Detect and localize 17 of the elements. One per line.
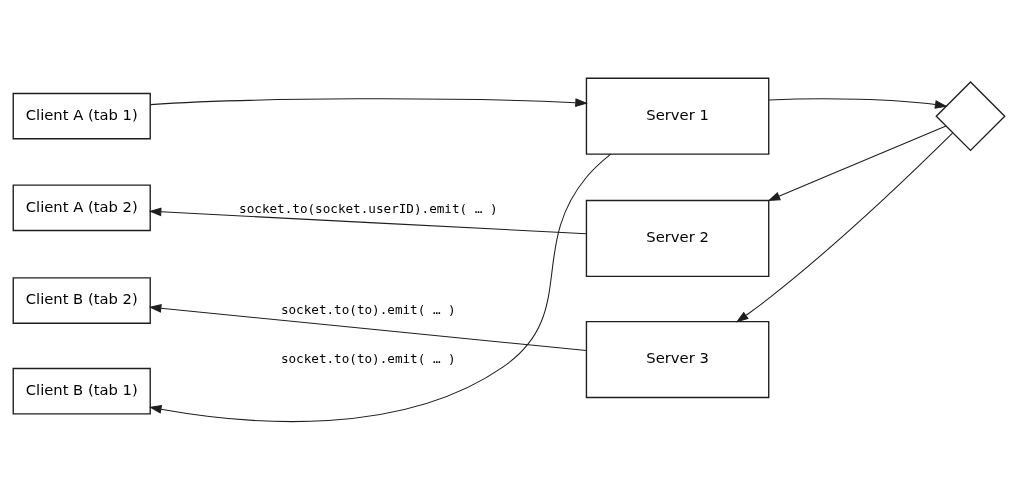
node-box: Client B (tab 1) bbox=[12, 367, 151, 415]
node-box: Server 1 bbox=[585, 77, 770, 155]
arrow bbox=[149, 98, 588, 108]
edge-label: socket.to(to).emit( … ) bbox=[280, 301, 456, 317]
arrow bbox=[148, 303, 587, 352]
node-box: Server 2 bbox=[585, 199, 770, 277]
node-box: Client A (tab 2) bbox=[12, 184, 151, 232]
node-box: Server 3 bbox=[585, 320, 770, 399]
arrow bbox=[735, 132, 953, 323]
node-box: Client A (tab 1) bbox=[12, 92, 151, 140]
arrow bbox=[148, 207, 587, 235]
edge-label: socket.to(socket.userID).emit( … ) bbox=[239, 200, 498, 216]
node-box: Client B (tab 2) bbox=[12, 277, 151, 324]
arrow bbox=[767, 125, 947, 201]
edge-label: socket.to(to).emit( … ) bbox=[280, 351, 456, 367]
arrow bbox=[148, 153, 612, 423]
arrow bbox=[768, 98, 948, 109]
